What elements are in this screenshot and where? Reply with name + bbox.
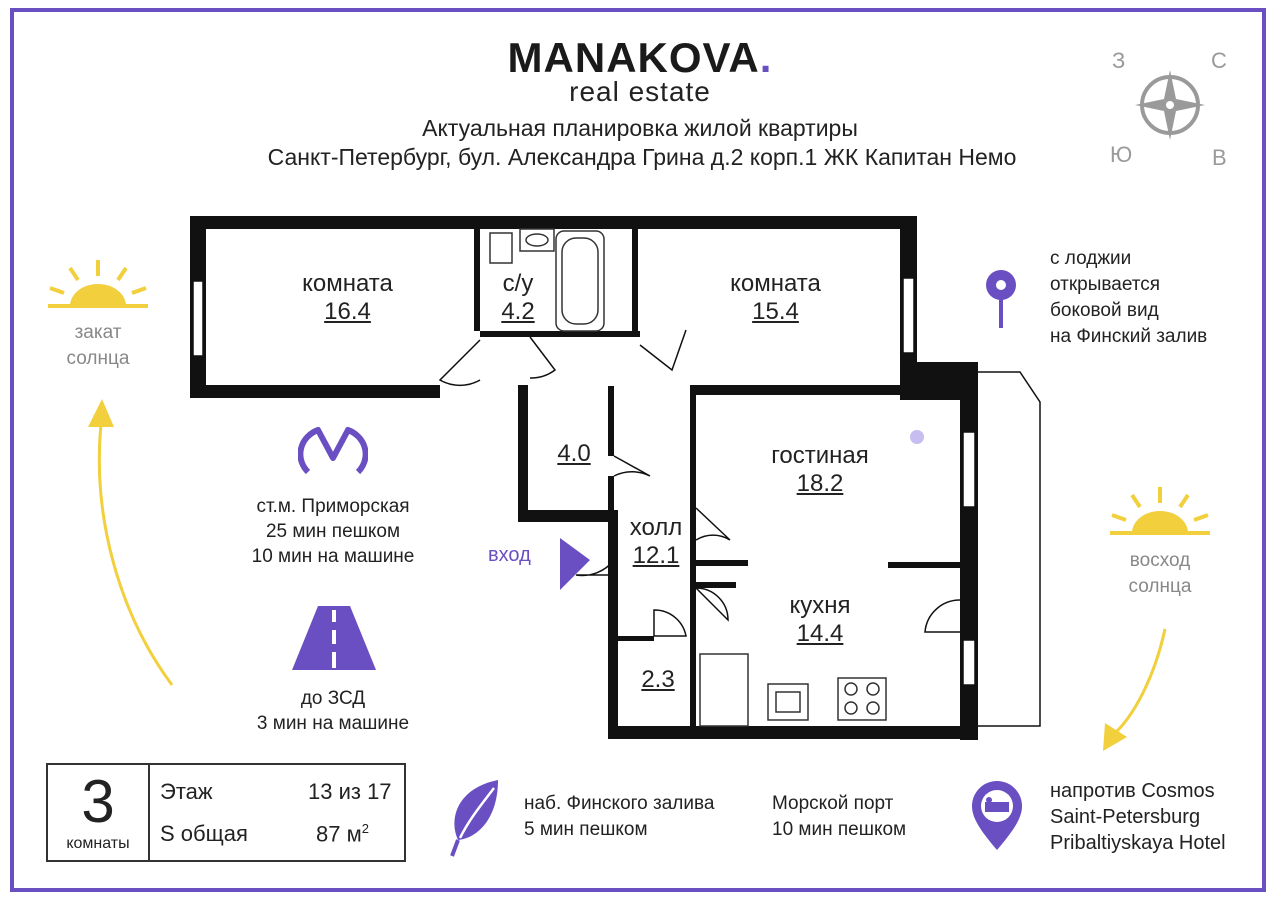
compass-west-label: З <box>1112 48 1126 73</box>
brand-subtitle: real estate <box>569 76 711 107</box>
loggia-outline <box>978 371 1041 727</box>
highway-icon <box>292 606 376 670</box>
map-pin-icon <box>986 270 1016 328</box>
compass-north-label: С <box>1211 48 1227 73</box>
plan-title: Актуальная планировка жилой квартиры <box>422 115 858 141</box>
summary-box: 3 комнаты Этаж 13 из 17 S общая 87 м2 <box>46 763 406 862</box>
sunrise-arrow-icon <box>1103 628 1167 751</box>
room-storage: 4.0 <box>557 440 591 467</box>
metro-icon <box>298 427 368 475</box>
room-wc: 2.3 <box>641 666 675 693</box>
floor-plan <box>190 216 1041 740</box>
rooms-count-label: комнаты <box>66 835 130 852</box>
leaf-icon <box>450 780 498 857</box>
brand-logo: MANAKOVA. <box>507 34 773 81</box>
entrance-label: вход <box>488 544 531 566</box>
door-swings <box>438 329 961 637</box>
plan-address: Санкт-Петербург, бул. Александра Грина д… <box>267 144 1017 170</box>
hotel-location-icon <box>972 781 1022 850</box>
area-value: 87 м2 <box>316 821 369 847</box>
sunset-icon <box>48 260 148 308</box>
floor-label: Этаж <box>160 779 213 804</box>
loggia-view-marker <box>910 430 924 444</box>
sunset-arrow-icon <box>88 399 174 686</box>
floor-value: 13 из 17 <box>308 779 392 804</box>
kitchen-fixtures <box>699 653 887 727</box>
sunrise-icon <box>1110 487 1210 535</box>
compass-south-label: Ю <box>1110 142 1133 167</box>
bathroom-fixtures <box>489 228 605 332</box>
rooms-count: 3 <box>81 768 115 835</box>
floor-plan-windows <box>192 277 976 686</box>
area-label: S общая <box>160 821 248 846</box>
page-frame <box>10 8 1266 892</box>
entrance-arrow-icon <box>560 538 590 590</box>
compass-rose-icon <box>1135 70 1205 140</box>
compass-east-label: В <box>1212 145 1227 170</box>
